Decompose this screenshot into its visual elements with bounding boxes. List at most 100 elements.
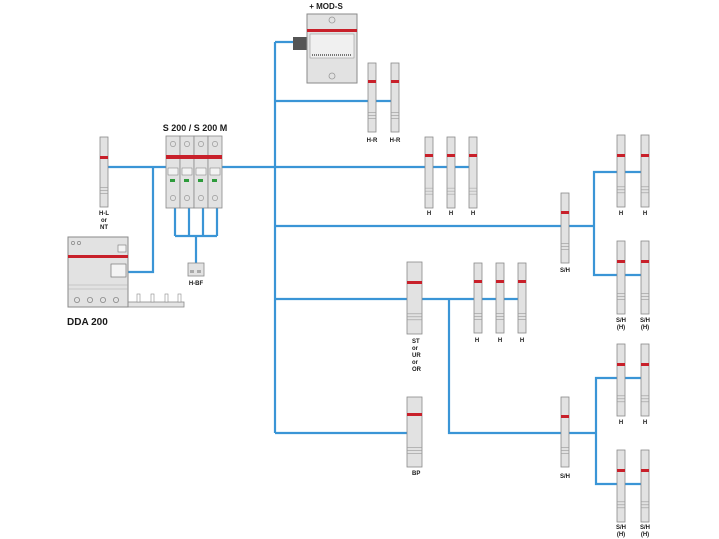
- h-row2-device-2-grip-lines: [496, 313, 504, 320]
- dda-lower-lines: [68, 284, 128, 290]
- sh-lower-device-body: [560, 396, 570, 468]
- bu-top-device-1-grip-lines: [617, 186, 625, 194]
- s200-green-indicator: [170, 179, 175, 182]
- hr-label-2: H-R: [390, 138, 401, 144]
- s200-breaker: [165, 135, 223, 209]
- st-label-1: ST: [412, 339, 420, 345]
- hl-device: [99, 136, 109, 208]
- bl-top-device-1-red-indicator: [617, 363, 625, 366]
- bp-device-body: [406, 396, 423, 468]
- hr-device-1-grip-lines: [368, 112, 376, 119]
- h-row2-device-3-body: [517, 262, 527, 334]
- dda-test-button: [117, 244, 127, 253]
- device-labels: H-L or NT H-R H-R H H H ST or UR or OR H…: [99, 138, 650, 538]
- h-row2-device-1-red-indicator: [474, 280, 482, 283]
- st-device-red-indicator: [407, 281, 422, 284]
- mod-s-connector: [293, 37, 307, 50]
- h-row2-device-2-red-indicator: [496, 280, 504, 283]
- mod-s-label: + MOD-S: [309, 2, 343, 11]
- h-row1-device-3-red-indicator: [469, 154, 477, 157]
- h-row1-device-2: [446, 136, 456, 209]
- sh-lower-device-red-indicator: [561, 415, 569, 418]
- h-row2-device-1: [473, 262, 483, 334]
- bu-bottom-device-1-red-indicator: [617, 260, 625, 263]
- bl-bottom-device-1-body: [616, 449, 626, 523]
- h-row1-device-2-red-indicator: [447, 154, 455, 157]
- h-row2-label-3: H: [520, 338, 524, 344]
- bl-bottom-device-1: [616, 449, 626, 523]
- s200-pole: [207, 135, 223, 209]
- bl-top-device-2-grip-lines: [641, 395, 649, 403]
- bl-bottom-device-2-body: [640, 449, 650, 523]
- h-row2-device-1-body: [473, 262, 483, 334]
- bl-bottom-device-1-red-indicator: [617, 469, 625, 472]
- hr-device-2-red-indicator: [391, 80, 399, 83]
- bl-top-device-1: [616, 343, 626, 417]
- h-row1-label-2: H: [449, 211, 453, 217]
- st-label-3: UR: [412, 353, 421, 359]
- st-device: [406, 261, 423, 335]
- h-row2-device-1-grip-lines: [474, 313, 482, 320]
- bu-bottom-device-2-body: [640, 240, 650, 315]
- h-row1-device-1-body: [424, 136, 434, 209]
- bl-top-device-2: [640, 343, 650, 417]
- h-row1-device-3-grip-lines: [469, 187, 477, 195]
- sh-lower-label: S/H: [560, 474, 570, 480]
- s200-top-terminal: [170, 141, 176, 147]
- sh-upper-label: S/H: [560, 268, 570, 274]
- bu-top-label-2: H: [643, 211, 647, 217]
- bp-device: [406, 396, 423, 468]
- hr-device-2-grip-lines: [391, 112, 399, 119]
- s200-bottom-terminal: [212, 195, 218, 201]
- sh-lower-device-grip-lines: [561, 447, 569, 454]
- sh-upper-device-red-indicator: [561, 211, 569, 214]
- st-label-4: or: [412, 360, 419, 366]
- bl-top-device-1-body: [616, 343, 626, 417]
- bl-bottom-label-1a: S/H: [616, 525, 626, 531]
- hr-device-2-body: [390, 62, 400, 133]
- bu-bottom-device-1-grip-lines: [617, 293, 625, 300]
- dda-handle: [110, 263, 127, 278]
- dda-rail-pins: [136, 293, 182, 303]
- s200-green-indicator: [198, 179, 203, 182]
- hl-label-1: H-L: [99, 211, 109, 217]
- hl-label-2: or: [101, 218, 108, 224]
- st-device-body: [406, 261, 423, 335]
- bu-top-device-2-body: [640, 134, 650, 208]
- s200-bottom-terminal: [184, 195, 190, 201]
- hbf-body: [187, 262, 205, 277]
- bu-bottom-label-2a: S/H: [640, 318, 650, 324]
- s200-toggle: [167, 167, 179, 176]
- bu-top-device-2-red-indicator: [641, 154, 649, 157]
- hr-device-1-red-indicator: [368, 80, 376, 83]
- h-row2-device-2-body: [495, 262, 505, 334]
- s200-red-stripe: [166, 155, 222, 159]
- wire-sh-upper-branch: [565, 170, 645, 277]
- bu-bottom-device-2-red-indicator: [641, 260, 649, 263]
- bu-top-device-2-grip-lines: [641, 186, 649, 194]
- bu-bottom-device-2: [640, 240, 650, 315]
- hl-device-grip-lines: [100, 187, 108, 194]
- hr-device-1-body: [367, 62, 377, 133]
- bu-top-device-1-body: [616, 134, 626, 208]
- bu-bottom-label-1b: (H): [617, 325, 625, 331]
- dda-terminals: [74, 296, 120, 303]
- mod-s-top-screw: [328, 16, 336, 24]
- wire-st-to-sh-lower: [447, 299, 565, 435]
- bu-bottom-label-1a: S/H: [616, 318, 626, 324]
- bl-bottom-label-2a: S/H: [640, 525, 650, 531]
- hr-device-2: [390, 62, 400, 133]
- mod-s-red-stripe: [307, 29, 357, 32]
- s200-bottom-terminal: [198, 195, 204, 201]
- s200-pole: [165, 135, 181, 209]
- h-row1-device-3: [468, 136, 478, 209]
- h-row2-device-3-grip-lines: [518, 313, 526, 320]
- dda200-label: DDA 200: [67, 317, 108, 328]
- dda200-device: [67, 236, 185, 308]
- sh-lower-device: [560, 396, 570, 468]
- s200-green-indicator: [184, 179, 189, 182]
- h-row1-label-3: H: [471, 211, 475, 217]
- h-row2-device-3-red-indicator: [518, 280, 526, 283]
- wire-dda: [128, 167, 155, 274]
- s200-top-terminal: [184, 141, 190, 147]
